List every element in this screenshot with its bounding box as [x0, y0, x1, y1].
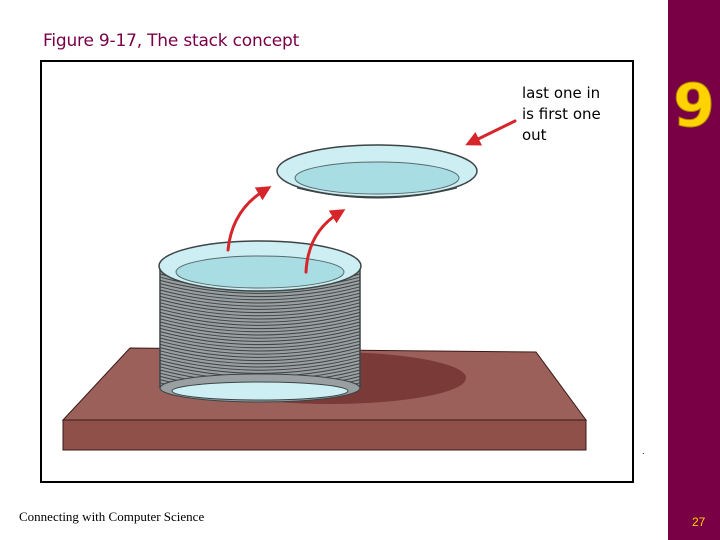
lift-arrow-left: [226, 186, 272, 252]
plate-edge: [159, 343, 361, 358]
plate-edge: [159, 353, 361, 368]
sidebar-band: 9: [668, 0, 720, 540]
arrow-icon: [226, 119, 517, 274]
plate-edge: [159, 279, 361, 294]
callout-line: is first one: [522, 105, 601, 123]
callout-line: last one in: [522, 84, 601, 102]
plate-edge: [159, 334, 361, 349]
svg-text:.: .: [642, 447, 645, 456]
plate-edge: [159, 340, 361, 355]
plate-edge: [159, 289, 361, 304]
plate-edge: [159, 315, 361, 330]
plate-edge: [159, 356, 361, 371]
callout-line: out: [522, 126, 547, 144]
plate-stack-icon: [158, 240, 362, 403]
plate-edge: [159, 292, 361, 307]
slide-number: 27: [692, 515, 706, 529]
plate-edge: [159, 318, 361, 333]
lift-arrow-right: [304, 209, 346, 274]
plate-edge: [159, 347, 361, 362]
plate-edge: [159, 359, 361, 374]
plate-edge: [159, 302, 361, 317]
plate-edge: [159, 321, 361, 336]
course-title: Connecting with Computer Science: [19, 509, 205, 524]
plate-edge: [159, 295, 361, 310]
figure-title: Figure 9-17, The stack concept: [43, 31, 300, 51]
plate-edge: [159, 308, 361, 323]
chapter-badge: 9: [673, 71, 716, 141]
plate-edge: [159, 331, 361, 346]
single-plate-icon: [276, 144, 478, 199]
callout-text: last one in is first one out: [522, 83, 632, 146]
plate-edge: [159, 324, 361, 339]
callout-arrow: [465, 119, 517, 146]
plate-edge: [159, 311, 361, 326]
plate-edge: [159, 350, 361, 365]
chapter-number: 9: [673, 71, 715, 140]
plate-edge: [159, 305, 361, 320]
plate-edge: [159, 337, 361, 352]
plate-edge: [159, 299, 361, 314]
plate-edge: [159, 286, 361, 301]
plate-edge: [159, 327, 361, 342]
plate-edge: [159, 283, 361, 298]
